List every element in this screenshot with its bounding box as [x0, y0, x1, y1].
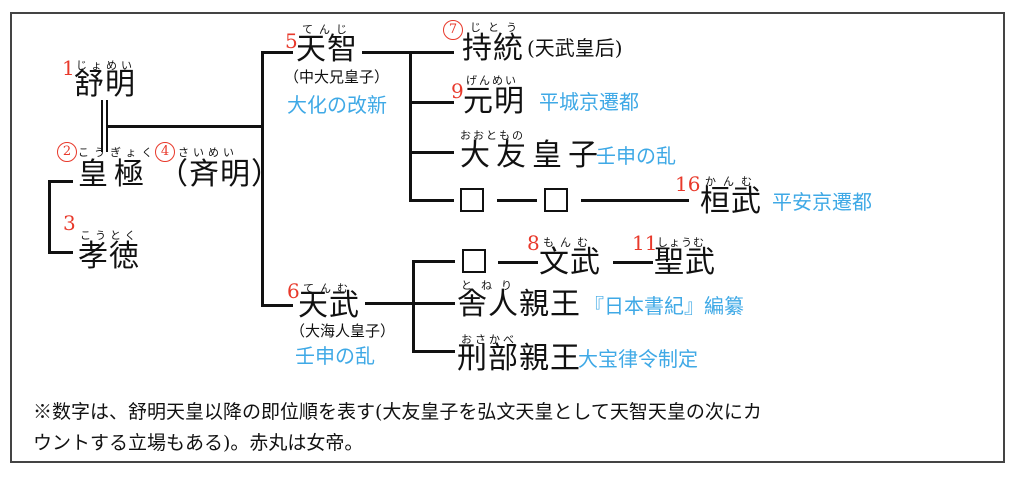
unnamed-person-box-1 [460, 188, 484, 212]
chain-line-3 [498, 261, 538, 264]
tenji-ruby: てんじ [302, 23, 353, 36]
saimei-name: （斉明） [158, 157, 282, 192]
kogyoku-order-number: 2 [57, 142, 77, 162]
osakabe-note: 大宝律令制定 [578, 347, 698, 371]
unnamed-person-box-2 [544, 188, 568, 212]
tenji-alias: （中大兄皇子） [284, 68, 390, 86]
tenmu-order-number: 6 [287, 279, 300, 303]
toneri-note: 『日本書紀』編纂 [584, 294, 744, 318]
sibling-bracket-bottom [48, 251, 73, 254]
kanmu-ruby: かんむ [705, 175, 759, 188]
kotoku-name: 孝徳 [78, 239, 140, 274]
monmu-order-number: 8 [527, 231, 540, 255]
kogyoku-ruby: こうぎょく [78, 146, 158, 159]
unnamed-person-box-3 [462, 249, 486, 273]
tenmu-name: 天武 [298, 288, 360, 323]
tenmu-out-line [365, 302, 455, 305]
shomu-ruby: しょうむ [657, 236, 705, 249]
sibling-bracket-top [48, 180, 73, 183]
sibling-bracket-vertical [48, 180, 51, 253]
tenji-note: 大化の改新 [287, 93, 387, 117]
osakabe-name: 刑部親王 [457, 341, 581, 376]
to-otomo-line [409, 151, 454, 154]
monmu-ruby: もんむ [543, 236, 594, 249]
jomei-order-number: 1 [62, 56, 75, 80]
kotoku-ruby: こうとく [80, 229, 140, 242]
to-tenmu-line [261, 304, 293, 307]
otomo-name: 大友皇子 [460, 138, 604, 173]
to-unnamed-monmu-line [412, 260, 455, 263]
jomei-name: 舒明 [74, 67, 136, 102]
toneri-name: 舎人親王 [457, 287, 581, 322]
genmei-note: 平城京遷都 [539, 90, 639, 114]
tenji-order-number: 5 [285, 29, 298, 53]
footnote-line-1: ※数字は、舒明天皇以降の即位順を表す(大友皇子を弘文天皇として天智天皇の次にカ [33, 401, 762, 423]
to-osakabe-line [412, 350, 455, 353]
tenmu-children-vertical [412, 260, 415, 352]
shomu-order-number: 11 [632, 231, 658, 255]
tenmu-note: 壬申の乱 [295, 344, 375, 368]
marriage-to-children-line [108, 125, 263, 128]
jito-note: (天武皇后) [527, 36, 623, 60]
osakabe-ruby: おさかべ [461, 333, 517, 346]
to-genmei-line [409, 101, 454, 104]
kotoku-order-number: 3 [63, 211, 76, 235]
shomu-name: 聖武 [654, 245, 716, 280]
diagram-frame [10, 12, 1005, 463]
genmei-ruby: げんめい [466, 74, 518, 87]
chain-line-2 [581, 199, 689, 202]
tenji-name: 天智 [296, 32, 358, 67]
tenji-children-vertical [409, 51, 412, 201]
marriage-line-right [106, 100, 108, 152]
tenmu-alias: （大海人皇子） [290, 322, 396, 340]
footnote-line-2: ウントする立場もある)。赤丸は女帝。 [33, 432, 364, 454]
jito-ruby: じとう [470, 21, 524, 34]
toneri-ruby: とねり [461, 279, 521, 292]
kanmu-note: 平安京遷都 [772, 190, 872, 214]
genmei-name: 元明 [463, 84, 525, 119]
kogyoku-name: 皇極 [78, 157, 150, 192]
kanmu-order-number: 16 [675, 172, 701, 196]
otomo-ruby: おおともの [460, 129, 525, 142]
jomei-ruby: じょめい [76, 59, 136, 72]
saimei-order-number: 4 [155, 142, 175, 162]
genmei-order-number: 9 [451, 79, 464, 103]
saimei-ruby: さいめい [178, 146, 238, 159]
tenji-out-line [362, 51, 454, 54]
jito-name: 持統 [462, 31, 524, 66]
to-unnamed-line [409, 199, 454, 202]
chain-line-1 [497, 199, 537, 202]
chain-line-4 [613, 261, 653, 264]
jito-order-number: 7 [443, 20, 463, 40]
to-tenji-line [261, 51, 293, 54]
tenji-tenmu-vertical [261, 51, 264, 307]
marriage-line-left [101, 100, 103, 152]
otomo-note: 壬申の乱 [596, 144, 676, 168]
tenmu-ruby: てんむ [303, 282, 354, 295]
kanmu-name: 桓武 [700, 184, 762, 219]
monmu-name: 文武 [539, 245, 601, 280]
